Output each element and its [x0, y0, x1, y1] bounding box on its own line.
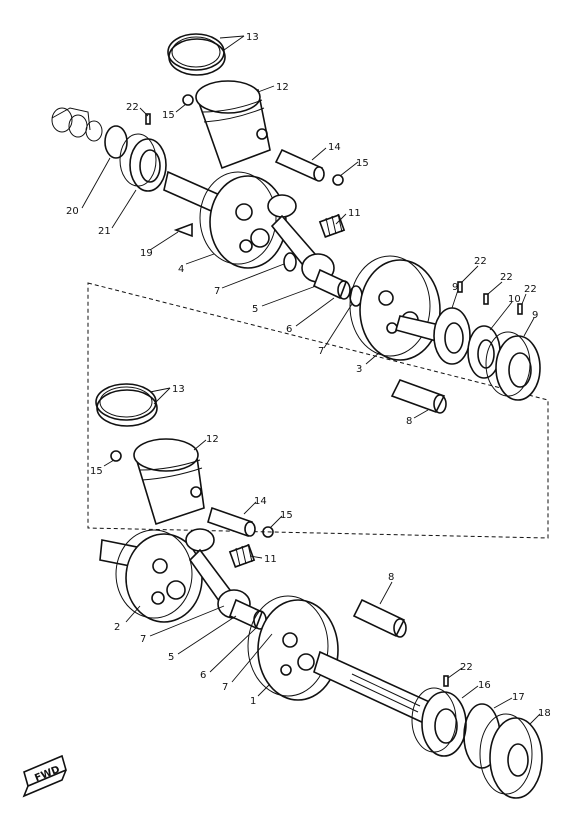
dowel-pin-top [145, 113, 151, 125]
label-dowel-lower: 22 [460, 662, 473, 673]
label-oil-seal-lower: 18 [538, 708, 551, 719]
dowel-pin-b [483, 293, 489, 305]
crank-pin-upper-spare [390, 379, 447, 414]
label-bearing-upper-left: 21 [98, 226, 111, 237]
connecting-rod-upper [267, 194, 335, 283]
piston-pin-upper [274, 148, 325, 182]
label-clip-upper-left: 15 [162, 110, 175, 121]
label-washer-upper-left: 7 [214, 286, 220, 297]
main-bearing-lower [411, 687, 467, 757]
output-shaft-lower [313, 650, 436, 726]
piston-clip-lower-right [262, 526, 274, 538]
label-crank-pin-upper-spare: 8 [406, 416, 412, 427]
piston-clip-lower-left [110, 450, 122, 462]
shaft-nut-washers-upper [51, 107, 103, 142]
label-dowel-b: 22 [500, 272, 513, 283]
crank-web-upper-left [199, 171, 287, 269]
woodruff-key-upper [173, 222, 193, 238]
label-crank-pin-upper: 5 [252, 304, 258, 315]
label-bearing-lower: 16 [478, 680, 491, 691]
label-key-upper: 19 [140, 248, 153, 259]
label-bearing-b: 9 [532, 310, 538, 321]
label-clip-lower-right: 15 [280, 510, 293, 521]
leader-lines [81, 35, 541, 725]
label-pin-lower: 14 [254, 496, 267, 507]
upper-assembly [51, 33, 541, 414]
label-washer-lower-2: 7 [222, 682, 228, 693]
label-dowel-top: 22 [126, 102, 139, 113]
shaft-splines-lower [349, 673, 421, 713]
label-crank-pin-lower-spare: 8 [388, 572, 394, 583]
crank-pin-lower-spare [352, 598, 407, 638]
label-big-end-lower: 6 [200, 670, 206, 681]
dowel-pin-c [517, 303, 523, 315]
small-end-bearing-lower [228, 543, 256, 568]
label-ring-set-lower: 13 [172, 384, 185, 395]
piston-rings-lower [95, 383, 158, 427]
crank-pin-upper [312, 268, 351, 300]
oil-seal-upper [104, 125, 128, 159]
dowel-pin-a [457, 281, 463, 293]
label-needle-bearing-upper: 11 [348, 208, 361, 219]
label-needle-bearing-lower: 11 [264, 554, 277, 565]
label-piston-lower: 12 [206, 434, 219, 445]
label-big-end-upper: 6 [286, 324, 292, 335]
crank-web-lower-right [247, 595, 339, 701]
label-crank-web-lower-left: 2 [114, 622, 120, 633]
part-labels-upper: 13 12 15 14 15 22 20 21 19 4 7 5 6 7 11 … [66, 32, 538, 427]
label-circlip-lower: 17 [512, 692, 525, 703]
label-piston-upper: 12 [276, 82, 289, 93]
dowel-pin-lower [443, 675, 449, 687]
forward-direction-tag: FWD [22, 754, 67, 798]
oil-seal-lower [479, 713, 543, 799]
dashed-grouping-frame [87, 282, 549, 539]
label-crank-web-upper-left: 4 [178, 264, 184, 275]
thrust-washer-upper-left [283, 252, 297, 272]
label-bearing-a: 9 [452, 282, 458, 293]
label-pin-upper: 14 [328, 142, 341, 153]
label-clip-upper-right: 15 [356, 158, 369, 169]
piston-clip-upper-left [182, 94, 194, 106]
piston-rings-upper [167, 33, 226, 76]
label-dowel-a: 22 [474, 256, 487, 267]
small-end-bearing-upper [318, 213, 346, 238]
main-bearings-upper-right [433, 307, 541, 401]
piston-pin-lower [207, 506, 256, 538]
label-spacer: 10 [508, 294, 521, 305]
piston-clip-upper-right [332, 174, 344, 186]
label-crank-web-lower-right: 1 [250, 696, 256, 707]
crank-web-upper-right [349, 255, 445, 361]
label-crank-pin-lower: 5 [168, 652, 174, 663]
label-washer-lower: 7 [140, 634, 146, 645]
lower-assembly: FWD [22, 383, 543, 799]
label-thrust-washer-upper: 7 [318, 346, 324, 357]
piston-lower [133, 438, 205, 526]
piston-upper [195, 80, 271, 170]
main-bearing-upper-left [119, 133, 167, 192]
label-crank-web-upper-right: 3 [356, 364, 362, 375]
label-dowel-c: 22 [524, 284, 537, 295]
label-clip-lower-left: 15 [90, 466, 103, 477]
label-ring-set-upper: 13 [246, 32, 259, 43]
part-labels-lower: 13 12 15 14 15 11 2 7 5 6 7 1 8 22 16 17… [90, 384, 551, 719]
label-oil-seal-upper: 20 [66, 206, 79, 217]
